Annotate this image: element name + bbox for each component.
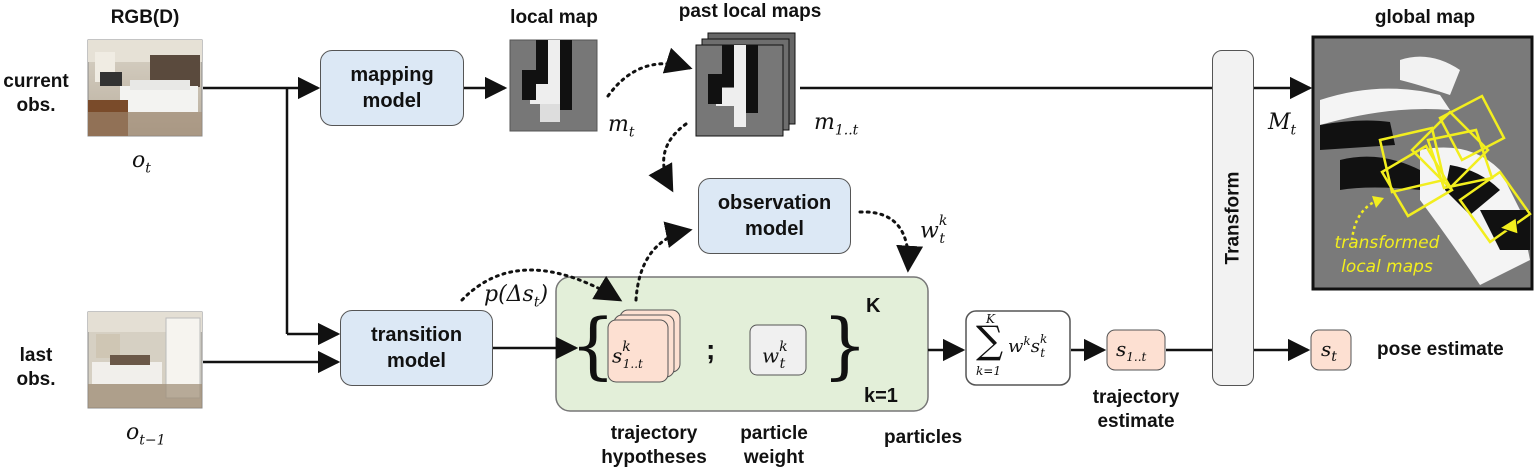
- sum-upper-limit: K: [986, 312, 995, 326]
- trajectory-estimate-label-1: trajectory: [1092, 387, 1180, 408]
- transformed-local-maps-label-1: transformed: [1334, 233, 1440, 253]
- particles-k1-label: k=1: [864, 385, 898, 407]
- s-1tk-math: sk1..t: [612, 339, 643, 371]
- last-observation-image: [87, 311, 203, 409]
- sum-term: wkskt: [1008, 332, 1048, 360]
- particles-K-label: K: [866, 295, 881, 317]
- local-map-label: local map: [510, 7, 598, 28]
- m-t-math: mt: [608, 112, 635, 141]
- sum-lower-limit: k=1: [976, 364, 1001, 378]
- transition-model-line1: transition: [370, 324, 463, 346]
- mapping-model-line1: mapping: [350, 64, 434, 86]
- p-delta-s-math: p(Δst): [484, 282, 549, 311]
- solid-connectors: [203, 76, 1313, 374]
- trajectory-estimate-box: [1106, 329, 1166, 371]
- last-obs-label-2: obs.: [16, 369, 56, 390]
- transition-model-line2: model: [387, 350, 446, 372]
- rgbd-label: RGB(D): [110, 7, 180, 28]
- separator-semicolon: ;: [706, 334, 716, 365]
- last-obs-label-1: last: [19, 345, 53, 366]
- global-map-image: [1311, 35, 1534, 291]
- pose-estimate-label: pose estimate: [1377, 339, 1504, 360]
- particles-label: particles: [884, 427, 963, 448]
- w-tk-math: wkt: [920, 213, 948, 247]
- current-observation-image: [87, 39, 203, 137]
- w-tk-card-math: wkt: [762, 339, 788, 372]
- s-t-math: st: [1321, 337, 1337, 365]
- mapping-model-line2: model: [362, 90, 422, 112]
- transform-box: Transform: [1212, 50, 1254, 386]
- sum-box: [965, 310, 1071, 386]
- trajectory-estimate-label-2: estimate: [1097, 411, 1175, 432]
- right-brace: }: [822, 303, 868, 387]
- local-map-image: [509, 39, 598, 132]
- global-map-label: global map: [1374, 7, 1476, 28]
- past-local-maps-stack: [695, 32, 796, 137]
- particle-weight-card: [749, 324, 807, 376]
- trajectory-hypotheses-label-1: trajectory: [610, 423, 698, 444]
- summation-formula: K ∑ k=1 wkskt: [972, 312, 1068, 384]
- o-tminus1-math: ot−1: [126, 420, 166, 449]
- past-local-maps-label: past local maps: [678, 1, 822, 22]
- s-1t-math: s1..t: [1116, 337, 1147, 364]
- mapping-model-box: mapping model: [320, 50, 464, 126]
- current-obs-label-2: obs.: [16, 95, 56, 116]
- particle-weight-label-2: weight: [743, 447, 805, 468]
- m-1t-math: m1..t: [814, 110, 859, 139]
- observation-model-line2: model: [745, 218, 804, 240]
- trajectory-hypotheses-label-2: hypotheses: [601, 447, 707, 468]
- observation-model-line1: observation: [717, 192, 832, 214]
- M-t-math: Mt: [1268, 110, 1297, 139]
- particle-weight-label-1: particle: [740, 423, 808, 444]
- sum-sigma: ∑: [976, 318, 1004, 362]
- current-obs-label-1: current: [3, 71, 69, 92]
- observation-model-box: observation model: [698, 178, 851, 254]
- trajectory-hypothesis-cards: [607, 309, 681, 383]
- o-t-math: ot: [132, 148, 151, 177]
- transition-model-box: transition model: [340, 310, 493, 386]
- pose-estimate-box: [1310, 329, 1352, 371]
- transform-label: Transform: [1222, 171, 1244, 265]
- dotted-connectors: [460, 47, 924, 302]
- transformed-local-maps-label-2: local maps: [1341, 257, 1433, 277]
